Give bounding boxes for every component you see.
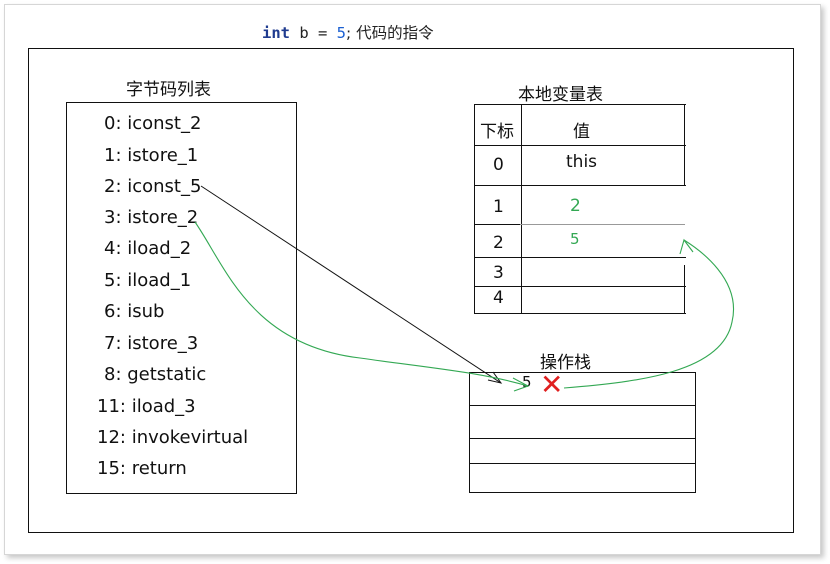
instruction: 6: isub [104,301,165,322]
lvt-row [475,257,686,287]
lvt-row [475,145,686,186]
istore-arrow [194,221,529,387]
operand-stack [469,372,696,493]
diagram-title: int b = 5; 代码的指令 [262,21,434,43]
stack-slot [470,438,695,464]
local-variable-table-heading: 本地变量表 [518,85,603,105]
lvt-header-row [475,105,686,146]
lvt-index: 4 [493,288,504,308]
lvt-row [475,225,686,258]
stack-top-value: 5 [522,373,532,391]
lvt-value: 5 [570,230,580,248]
lvt-value: 2 [570,196,581,216]
lvt-col-index: 下标 [480,122,514,142]
stack-slot [470,405,695,439]
lvt-value: this [566,152,598,172]
instruction: 7: istore_3 [104,333,199,354]
instruction: 2: iconst_5 [104,176,202,197]
instruction: 15: return [97,458,187,479]
lvt-right-edge [684,105,685,185]
operand-stack-heading: 操作栈 [540,353,591,373]
title-number: 5 [336,24,347,42]
store-arrow-head [679,238,694,255]
local-variable-table [474,104,686,314]
lvt-index: 2 [493,233,504,253]
instruction: 11: iload_3 [97,396,196,417]
cross-mark: ✕ [540,368,564,401]
title-rest: ; 代码的指令 [346,24,434,42]
lvt-row-divider [520,224,685,225]
bytecode-heading: 字节码列表 [126,80,211,100]
instruction: 3: istore_2 [104,207,199,228]
lvt-divider [521,105,522,313]
push-arrow [200,185,502,384]
title-code: b = [290,24,337,42]
bytecode-list [66,102,297,494]
instruction: 5: iload_1 [104,270,192,291]
jvm-frame-box [28,48,794,533]
lvt-col-value: 值 [573,122,590,142]
lvt-index: 0 [493,155,504,175]
instruction: 12: invokevirtual [97,427,249,448]
istore-arrow-head [512,377,530,392]
stack-slot [470,373,695,406]
instruction: 0: iconst_2 [104,113,202,134]
lvt-index: 1 [493,197,504,217]
lvt-right-edge [684,265,685,313]
instruction: 1: istore_1 [104,145,199,166]
title-keyword: int [262,24,290,42]
push-arrow-head [487,371,503,384]
store-arrow [563,239,735,389]
lvt-index: 3 [493,263,504,283]
lvt-row-divider [474,224,520,225]
instruction: 4: iload_2 [104,238,192,259]
instruction: 8: getstatic [104,364,207,385]
